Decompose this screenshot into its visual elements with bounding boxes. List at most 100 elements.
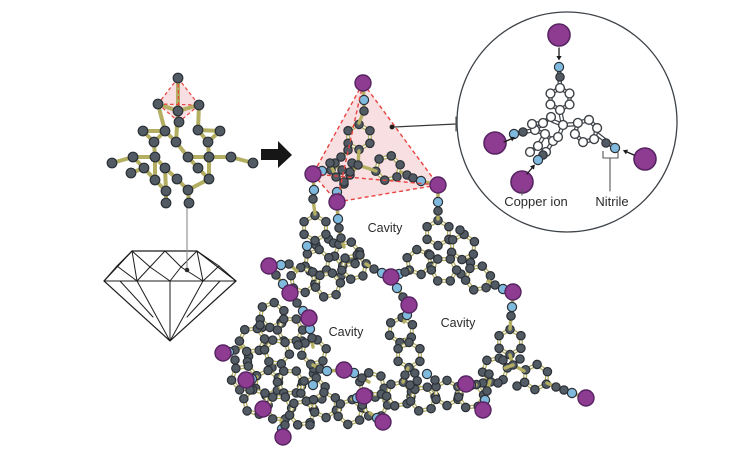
carbon-atom: [498, 355, 508, 365]
nitrogen-atom: [301, 240, 313, 252]
carbon-atom: [490, 280, 500, 290]
gem-facet: [202, 265, 220, 282]
carbon-atom: [376, 371, 386, 381]
carbon-atom: [385, 317, 396, 328]
carbon-atom: [355, 250, 365, 260]
carbon-atom: [159, 162, 171, 174]
copper-ion: [429, 176, 447, 194]
carbon-atom: [278, 366, 289, 376]
carbon-atom: [203, 173, 215, 185]
carbon-atom: [346, 237, 357, 247]
carbon-atom: [393, 343, 403, 354]
nitrogen-atom: [321, 365, 333, 377]
carbon-atom: [512, 381, 522, 391]
carbon-atom: [286, 270, 296, 281]
carbon-atom: [239, 324, 250, 335]
carbon-atom: [337, 265, 347, 276]
carbon-atom: [431, 394, 441, 405]
carbon-atom: [296, 388, 306, 399]
carbon-atom: [340, 253, 350, 263]
carbon-atom: [493, 378, 503, 388]
carbon-atom: [530, 384, 540, 395]
carbon-atom: [259, 334, 270, 344]
copper-ion: [457, 375, 475, 393]
copper-ion: [274, 428, 292, 446]
carbon-atom: [300, 287, 310, 298]
carbon-atom: [485, 271, 496, 281]
inset-carbon-atom: [564, 88, 575, 99]
carbon-atom: [460, 275, 471, 285]
carbon-atom: [484, 369, 494, 379]
carbon-atom: [336, 152, 346, 162]
carbon-atom: [402, 252, 412, 263]
carbon-atom: [257, 302, 268, 312]
gem-facet: [164, 250, 182, 268]
gem-facet: [218, 265, 237, 282]
carbon-atom: [263, 365, 273, 376]
inset-carbon-atom: [526, 118, 538, 130]
gem-pavilion-facet: [169, 280, 204, 342]
nitrogen-atom: [421, 368, 433, 380]
copper-ion: [260, 257, 278, 275]
carbon-atom: [260, 388, 270, 398]
carbon-atom: [214, 125, 226, 137]
carbon-atom: [280, 337, 290, 348]
tetrahedron-dashed-edge: [157, 77, 179, 105]
copper-ion: [281, 284, 299, 302]
copper-ion: [633, 147, 657, 171]
carbon-atom: [516, 330, 526, 341]
carbon-atom: [353, 160, 363, 170]
carbon-atom: [272, 325, 283, 335]
carbon-atom: [444, 221, 454, 232]
inset-carbon-atom: [552, 131, 564, 143]
carbon-atom: [422, 234, 432, 245]
nitrogen-atom: [307, 379, 319, 391]
gem-facet: [196, 250, 220, 267]
carbon-atom: [127, 151, 139, 163]
connector-dot: [184, 267, 190, 273]
carbon-atom: [433, 240, 443, 251]
diamond-gem-drawing: [103, 250, 237, 342]
carbon-atom: [308, 394, 319, 405]
carbon-atom: [413, 406, 424, 416]
carbon-atom: [239, 393, 249, 404]
carbon-atom: [426, 265, 437, 275]
carbon-atom: [321, 412, 331, 423]
carbon-atom: [432, 254, 443, 264]
carbon-atom: [457, 254, 467, 265]
gem-facet: [103, 265, 118, 282]
inset-carbon-atom: [537, 117, 549, 129]
carbon-atom: [183, 197, 195, 209]
small-arrow-head: [509, 136, 516, 142]
carbon-atom: [532, 359, 542, 370]
carbon-atom: [416, 269, 426, 280]
copper-ion: [474, 401, 492, 419]
gem-facet: [136, 266, 151, 282]
carbon-atom: [310, 282, 321, 292]
copper-ion: [335, 361, 353, 379]
nitrogen-atom: [415, 175, 427, 187]
gem-facet: [116, 265, 138, 282]
carbon-atom: [297, 350, 307, 361]
nitrile-nitrogen: [532, 154, 544, 166]
carbon-atom: [242, 406, 252, 416]
carbon-atom: [309, 407, 320, 418]
carbon-atom: [350, 258, 360, 269]
carbon-atom: [291, 314, 302, 324]
copper-ion: [577, 389, 595, 407]
carbon-atom: [330, 392, 341, 403]
carbon-atom: [481, 282, 491, 293]
carbon-atom: [393, 356, 403, 367]
small-arrow-head: [556, 56, 562, 61]
carbon-atom: [357, 373, 367, 383]
small-arrow-shaft: [526, 167, 533, 175]
carbon-atom: [363, 368, 374, 378]
carbon-atom: [494, 343, 504, 354]
carbon-atom: [335, 399, 346, 409]
carbon-atom: [432, 276, 443, 286]
carbon-atom: [433, 206, 443, 216]
gem-facet: [196, 250, 204, 282]
carbon-atom: [392, 172, 402, 182]
tetrahedron-dashed-edge: [157, 103, 200, 106]
carbon-atom: [305, 420, 315, 430]
